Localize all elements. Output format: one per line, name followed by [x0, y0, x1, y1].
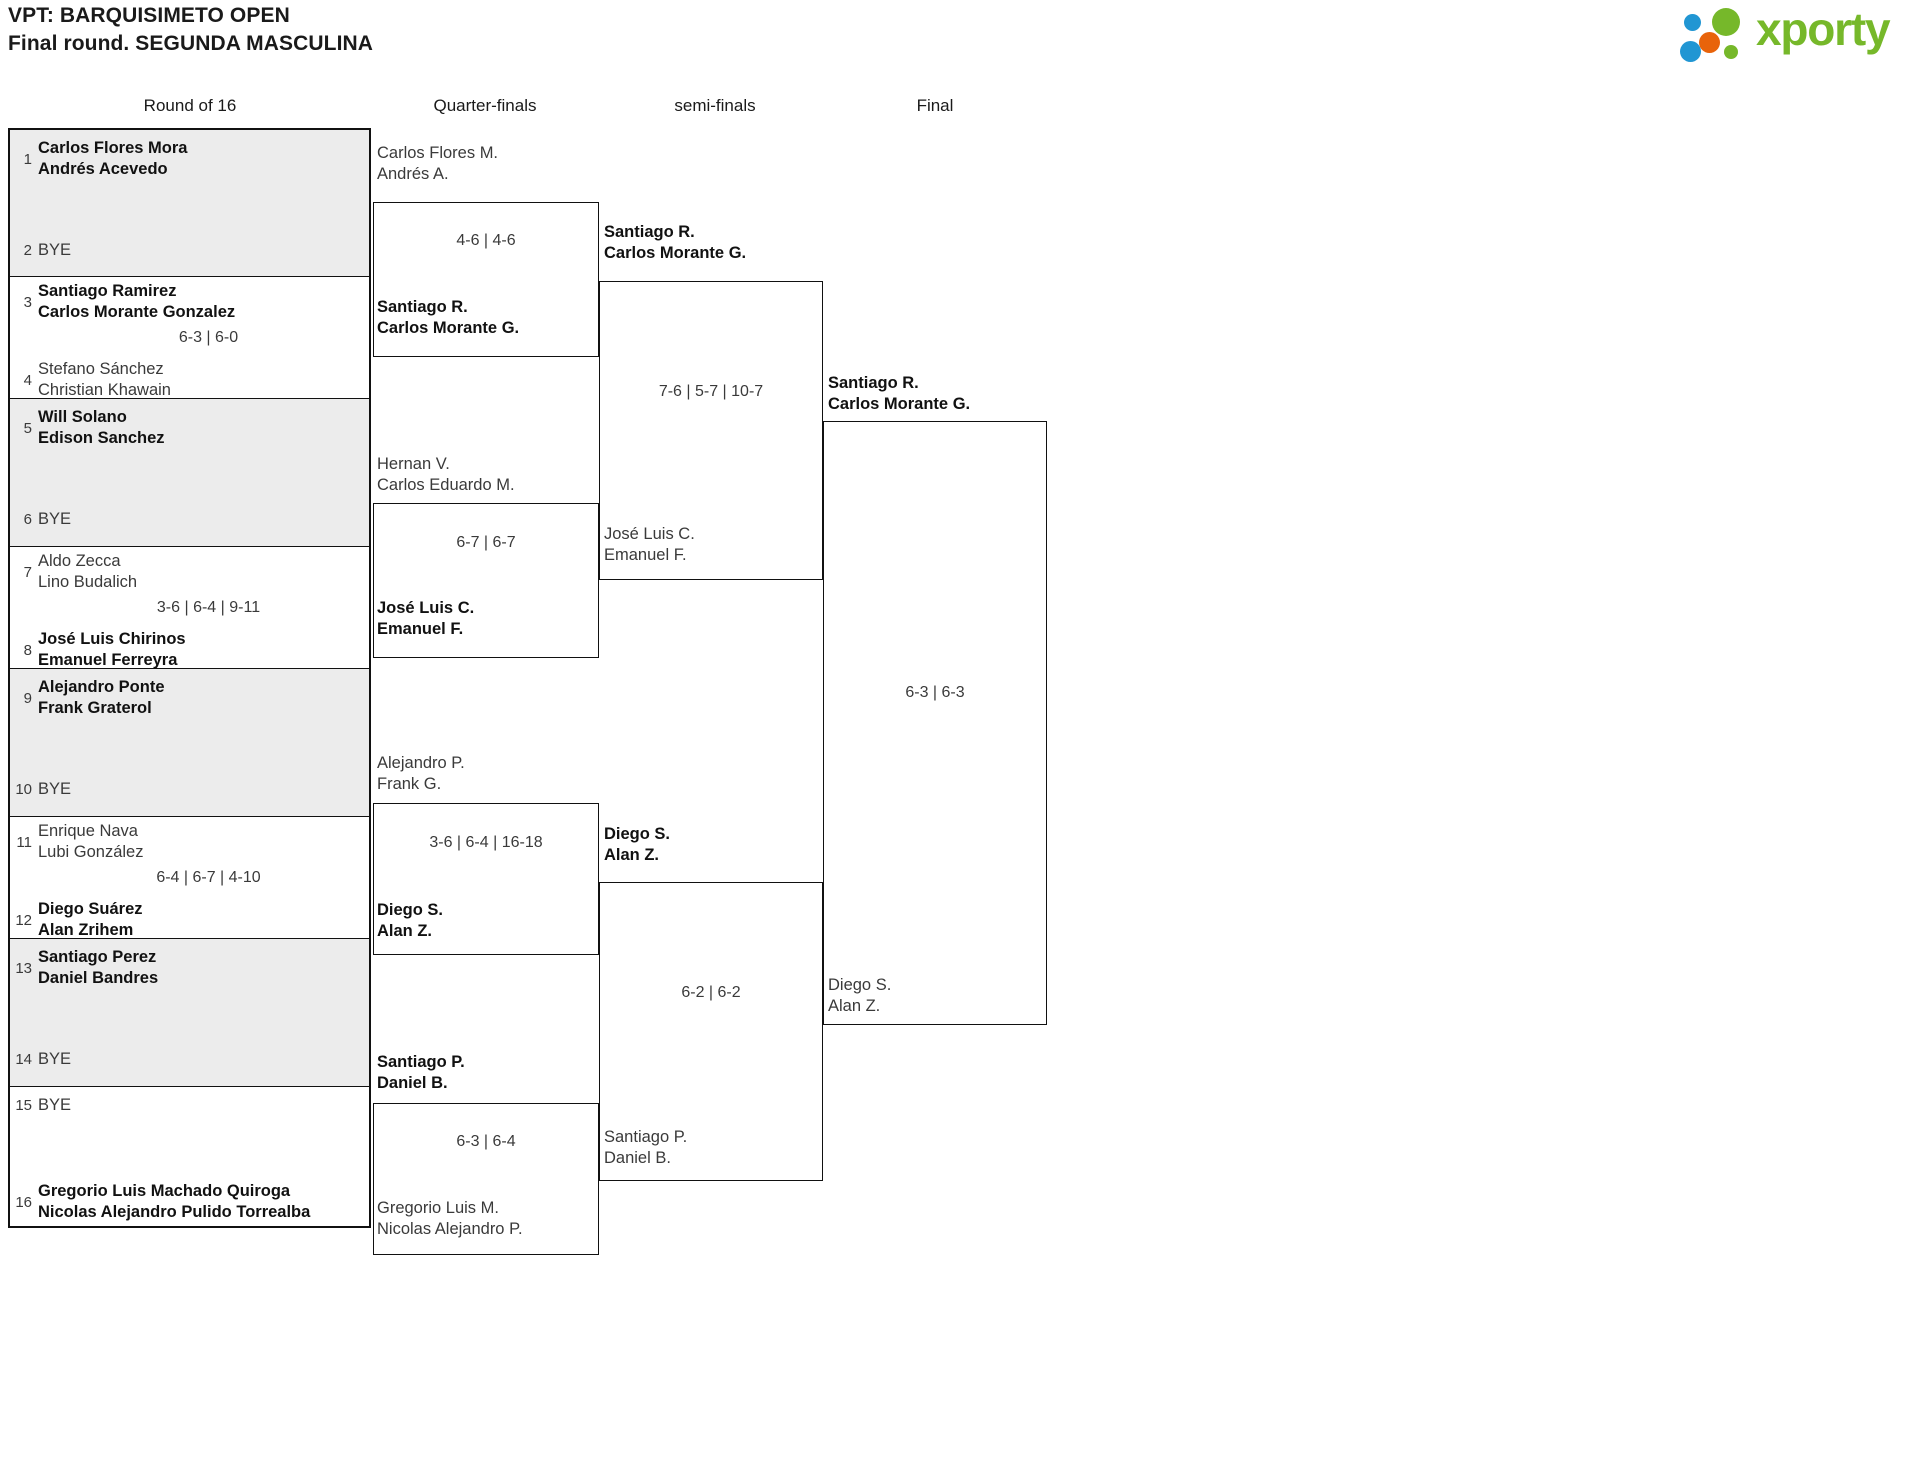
- final-bottom-team: Diego S. Alan Z.: [828, 976, 892, 1016]
- r16-score: 3-6 | 6-4 | 9-11: [156, 599, 261, 616]
- seed-number: 15: [15, 1097, 32, 1115]
- r16-slot-seed-9[interactable]: 9 Alejandro Ponte Frank Graterol: [10, 677, 373, 719]
- seed-number: 13: [15, 959, 32, 977]
- sf2-connector-box[interactable]: [599, 882, 823, 1181]
- r16-slot-seed-12[interactable]: 12 Diego Suárez Alan Zrihem: [10, 899, 373, 941]
- r16-slot-seed-5[interactable]: 5 Will Solano Edison Sanchez: [10, 407, 373, 449]
- team-name: Will Solano Edison Sanchez: [38, 408, 165, 448]
- r16-match-3[interactable]: 5 Will Solano Edison Sanchez 6 BYE: [8, 398, 371, 546]
- round-header-semi-finals: semi-finals: [674, 96, 756, 115]
- team-name: BYE: [38, 1050, 72, 1068]
- qf2-score: 6-7 | 6-7: [456, 534, 516, 551]
- qf1-top-team: Carlos Flores M. Andrés A.: [377, 144, 499, 184]
- team-name: Stefano Sánchez Christian Khawain: [38, 360, 171, 400]
- r16-slot-seed-14[interactable]: 14 BYE: [10, 1049, 373, 1070]
- round-header-final: Final: [916, 96, 954, 115]
- qf2-bottom-team: José Luis C. Emanuel F.: [377, 599, 475, 639]
- qf1-connector-box[interactable]: [373, 202, 599, 357]
- sf1-score: 7-6 | 5-7 | 10-7: [658, 383, 764, 400]
- team-name: Carlos Flores Mora Andrés Acevedo: [38, 139, 188, 179]
- team-name: José Luis Chirinos Emanuel Ferreyra: [38, 630, 186, 670]
- seed-number: 5: [23, 419, 32, 437]
- logo-wordmark: xporty: [1756, 3, 1891, 55]
- r16-slot-seed-3[interactable]: 3 Santiago Ramirez Carlos Morante Gonzal…: [10, 281, 373, 323]
- team-name: BYE: [38, 510, 72, 528]
- qf3-score: 3-6 | 6-4 | 16-18: [429, 834, 543, 851]
- tournament-name: VPT: BARQUISIMETO OPEN: [8, 4, 290, 27]
- qf3-connector-box[interactable]: [373, 803, 599, 955]
- round-header-quarter-finals: Quarter-finals: [433, 96, 537, 115]
- seed-number: 14: [15, 1051, 32, 1069]
- r16-match-1[interactable]: 1 Carlos Flores Mora Andrés Acevedo 2 BY…: [8, 128, 371, 276]
- r16-slot-seed-7[interactable]: 7 Aldo Zecca Lino Budalich: [10, 551, 373, 593]
- team-name: BYE: [38, 780, 72, 798]
- page-title: VPT: BARQUISIMETO OPEN Final round. SEGU…: [8, 2, 373, 58]
- r16-slot-seed-8[interactable]: 8 José Luis Chirinos Emanuel Ferreyra: [10, 629, 373, 671]
- r16-match-6[interactable]: 11 Enrique Nava Lubi González 6-4 | 6-7 …: [8, 816, 373, 941]
- r16-slot-seed-15[interactable]: 15 BYE: [10, 1095, 373, 1116]
- qf4-connector-box[interactable]: [373, 1103, 599, 1255]
- r16-score: 6-4 | 6-7 | 4-10: [156, 869, 261, 886]
- r16-slot-seed-10[interactable]: 10 BYE: [10, 779, 373, 800]
- seed-number: 8: [23, 641, 32, 659]
- r16-slot-seed-6[interactable]: 6 BYE: [10, 509, 373, 530]
- qf4-bottom-team: Gregorio Luis M. Nicolas Alejandro P.: [377, 1199, 523, 1239]
- seed-number: 1: [23, 150, 32, 168]
- r16-slot-seed-16[interactable]: 16 Gregorio Luis Machado Quiroga Nicolas…: [10, 1181, 373, 1223]
- seed-number: 16: [15, 1193, 32, 1211]
- sf2-top-team: Diego S. Alan Z.: [604, 825, 671, 865]
- xporty-logo[interactable]: xporty: [1680, 3, 1910, 62]
- team-name: Gregorio Luis Machado Quiroga Nicolas Al…: [38, 1182, 311, 1222]
- r16-slot-seed-4[interactable]: 4 Stefano Sánchez Christian Khawain: [10, 359, 373, 401]
- r16-slot-seed-11[interactable]: 11 Enrique Nava Lubi González: [10, 821, 373, 863]
- qf1-score: 4-6 | 4-6: [456, 232, 516, 249]
- team-name: Santiago Perez Daniel Bandres: [38, 948, 159, 988]
- seed-number: 4: [23, 371, 32, 389]
- team-name: Alejandro Ponte Frank Graterol: [38, 678, 165, 718]
- final-connector-box[interactable]: [823, 421, 1047, 1025]
- seed-number: 6: [23, 511, 32, 529]
- tournament-round-category: Final round. SEGUNDA MASCULINA: [8, 31, 374, 55]
- round-of-16-column: 1 Carlos Flores Mora Andrés Acevedo 2 BY…: [8, 128, 371, 1228]
- sf2-bottom-team: Santiago P. Daniel B.: [604, 1128, 688, 1168]
- sf2-score: 6-2 | 6-2: [681, 984, 741, 1001]
- seed-number: 2: [23, 242, 32, 260]
- team-name: BYE: [38, 1096, 72, 1114]
- seed-number: 11: [16, 833, 32, 851]
- sf1-top-team: Santiago R. Carlos Morante G.: [604, 223, 747, 263]
- seed-number: 7: [23, 563, 32, 581]
- r16-score: 6-3 | 6-0: [178, 329, 239, 346]
- qf2-top-team: Hernan V. Carlos Eduardo M.: [377, 455, 515, 495]
- team-name: Enrique Nava Lubi González: [38, 822, 144, 862]
- r16-slot-seed-13[interactable]: 13 Santiago Perez Daniel Bandres: [10, 947, 373, 989]
- r16-match-2[interactable]: 3 Santiago Ramirez Carlos Morante Gonzal…: [8, 276, 373, 401]
- seed-number: 10: [15, 781, 32, 799]
- round-header-round-of-16: Round of 16: [143, 96, 237, 115]
- r16-match-5[interactable]: 9 Alejandro Ponte Frank Graterol 10 BYE: [8, 668, 371, 816]
- sf1-bottom-team: José Luis C. Emanuel F.: [604, 525, 695, 565]
- qf3-bottom-team: Diego S. Alan Z.: [377, 901, 444, 941]
- team-name: Santiago Ramirez Carlos Morante Gonzalez: [38, 282, 236, 322]
- team-name: Aldo Zecca Lino Budalich: [38, 552, 138, 592]
- r16-match-7[interactable]: 13 Santiago Perez Daniel Bandres 14 BYE: [8, 938, 371, 1086]
- r16-match-8[interactable]: 15 BYE 16 Gregorio Luis Machado Quiroga …: [8, 1086, 371, 1228]
- qf4-top-team: Santiago P. Daniel B.: [377, 1053, 465, 1093]
- r16-match-4[interactable]: 7 Aldo Zecca Lino Budalich 3-6 | 6-4 | 9…: [8, 546, 373, 671]
- seed-number: 12: [15, 911, 32, 929]
- logo-dots-icon: [1680, 8, 1758, 62]
- qf1-bottom-team: Santiago R. Carlos Morante G.: [377, 298, 520, 338]
- r16-slot-seed-1[interactable]: 1 Carlos Flores Mora Andrés Acevedo: [10, 138, 373, 180]
- qf2-connector-box[interactable]: [373, 503, 599, 658]
- qf3-top-team: Alejandro P. Frank G.: [377, 754, 465, 794]
- final-top-team: Santiago R. Carlos Morante G.: [828, 374, 971, 414]
- seed-number: 9: [23, 689, 32, 707]
- r16-slot-seed-2[interactable]: 2 BYE: [10, 240, 373, 261]
- team-name: BYE: [38, 241, 72, 259]
- sf1-connector-box[interactable]: [599, 281, 823, 580]
- team-name: Diego Suárez Alan Zrihem: [38, 900, 143, 940]
- seed-number: 3: [23, 293, 32, 311]
- final-score: 6-3 | 6-3: [905, 684, 965, 701]
- qf4-score: 6-3 | 6-4: [456, 1133, 516, 1150]
- page-header: VPT: BARQUISIMETO OPEN Final round. SEGU…: [0, 0, 1920, 70]
